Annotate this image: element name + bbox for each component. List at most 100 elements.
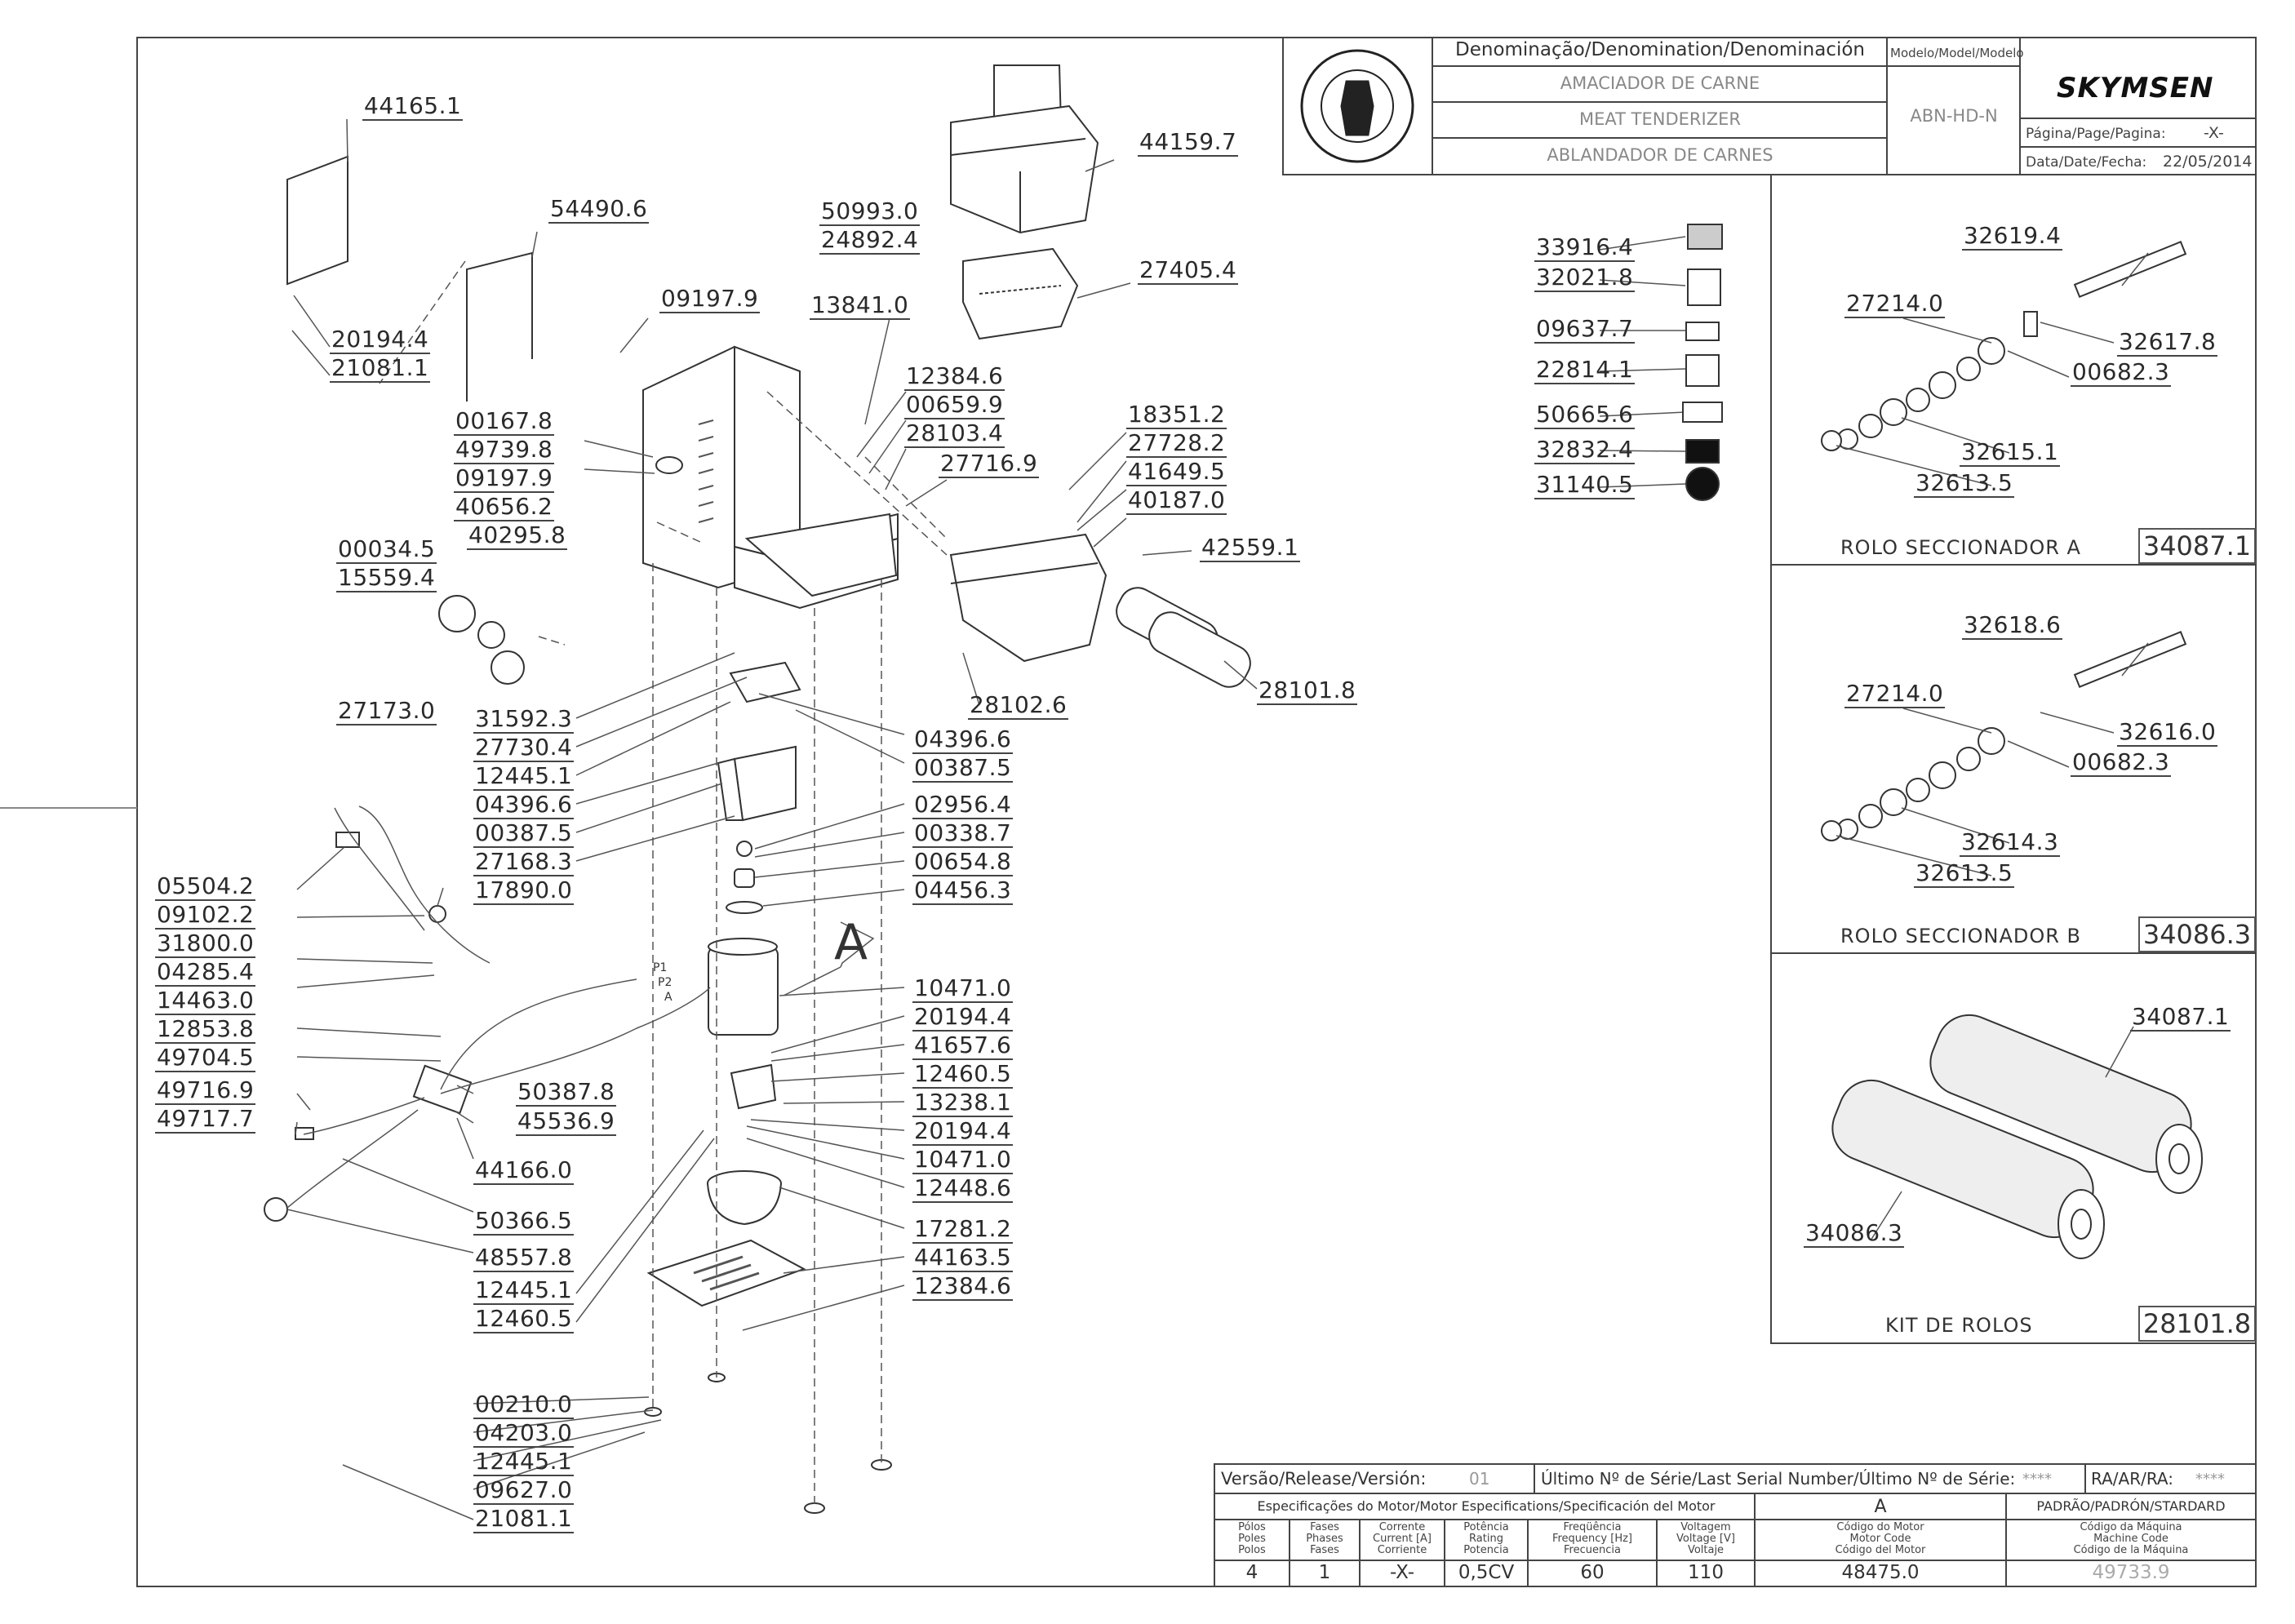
spec-header: Código da Máquina Machine Code Código de…	[2073, 1521, 2189, 1556]
roller-cage-part	[962, 247, 1079, 340]
spec-header: Pólos Poles Polos	[1238, 1521, 1266, 1556]
label-code: 32832.4	[1534, 436, 1636, 464]
part-number: 04285.4	[155, 958, 256, 987]
part-number: 21081.1	[473, 1505, 575, 1533]
part-number: 40295.8	[467, 521, 568, 550]
gearbox-part	[717, 661, 801, 822]
part-number: 21081.1	[330, 354, 431, 383]
part-number: 28102.6	[968, 691, 1069, 720]
version-value: 01	[1469, 1469, 1490, 1489]
connector-part	[295, 1127, 314, 1140]
panel-b-part-number: 27214.0	[1844, 680, 1946, 708]
panel-a-part-number: 32615.1	[1960, 438, 2061, 467]
base-grid-part	[646, 1239, 806, 1307]
part-number: 04456.3	[912, 876, 1014, 905]
kit-rollers	[1831, 1014, 2203, 1259]
part-number: 09102.2	[155, 901, 256, 930]
part-number: 27405.4	[1138, 256, 1239, 285]
part-number: 28101.8	[1257, 677, 1358, 705]
part-number: 10471.0	[912, 974, 1014, 1003]
part-number: 13841.0	[810, 291, 911, 320]
label-icon-22814	[1685, 354, 1720, 387]
main-housing	[642, 345, 899, 610]
part-number: 15559.4	[336, 564, 437, 592]
part-number: 04396.6	[473, 791, 575, 819]
motor-spec-letter-callout: A	[834, 914, 868, 971]
spec-table-frame	[1214, 1463, 2257, 1587]
thermal-protector-part	[264, 1197, 288, 1222]
spec-value: 110	[1688, 1562, 1724, 1583]
label-code: 33916.4	[1534, 233, 1636, 262]
panel-a-part-number: 32613.5	[1914, 469, 2015, 498]
part-number: 14463.0	[155, 987, 256, 1015]
wire-label-a: A	[664, 991, 673, 1004]
ra-label: RA/AR/RA:	[2091, 1469, 2173, 1489]
spec-value: 1	[1318, 1562, 1331, 1583]
panel-b-part-number: 32614.3	[1960, 828, 2061, 857]
part-number: 00654.8	[912, 848, 1014, 876]
kit-part-number: 34086.3	[1804, 1219, 1905, 1248]
part-number: 20194.4	[912, 1003, 1014, 1032]
tray-part	[949, 533, 1108, 663]
part-number: 04203.0	[473, 1419, 575, 1448]
date-label: Data/Date/Fecha:	[2026, 154, 2147, 171]
spec-value: 4	[1245, 1562, 1258, 1583]
part-number: 41649.5	[1126, 458, 1227, 486]
part-number: 18351.2	[1126, 401, 1227, 429]
spec-header: Código do Motor Motor Code Código del Mo…	[1835, 1521, 1926, 1556]
panel-b-code: 34086.3	[2138, 916, 2256, 952]
label-icon-32832	[1685, 439, 1720, 464]
part-number: 31800.0	[155, 930, 256, 958]
part-number: 05504.2	[155, 872, 256, 901]
motor-spec-letter: A	[1874, 1497, 1887, 1517]
part-number: 27730.4	[473, 734, 575, 762]
page-label: Página/Page/Pagina:	[2026, 126, 2166, 142]
spec-value: 48475.0	[1841, 1562, 1920, 1583]
part-number: 00338.7	[912, 819, 1014, 848]
part-number: 12384.6	[912, 1272, 1014, 1301]
part-number: 44159.7	[1138, 128, 1239, 157]
part-number: 45536.9	[516, 1107, 617, 1136]
part-number: 24892.4	[819, 226, 921, 255]
part-number: 09197.9	[454, 464, 555, 493]
part-number: 12384.6	[904, 362, 1005, 391]
label-code: 22814.1	[1534, 356, 1636, 384]
switch-part	[335, 832, 360, 848]
part-number: 00210.0	[473, 1391, 575, 1419]
panel-b-roller	[1821, 631, 2187, 841]
part-number: 50387.8	[516, 1078, 617, 1107]
fan-part	[707, 1170, 782, 1226]
part-number: 09627.0	[473, 1476, 575, 1505]
spec-value: -X-	[1389, 1562, 1415, 1583]
part-number: 10471.0	[912, 1146, 1014, 1174]
part-number: 31592.3	[473, 705, 575, 734]
part-number: 27168.3	[473, 848, 575, 876]
part-number: 41657.6	[912, 1032, 1014, 1060]
part-number: 12460.5	[912, 1060, 1014, 1089]
part-number: 28103.4	[904, 419, 1005, 448]
panel-a-code: 34087.1	[2138, 528, 2256, 564]
panel-b-title: ROLO SECCIONADOR B	[1840, 925, 2081, 947]
part-number: 48557.8	[473, 1244, 575, 1272]
spec-header: Fases Phases Fases	[1306, 1521, 1343, 1556]
spiked-rollers	[1116, 587, 1251, 688]
part-number: 00167.8	[454, 407, 555, 436]
gear-15559	[438, 595, 476, 632]
motor-spec-label: Especificações do Motor/Motor Especifica…	[1257, 1498, 1716, 1514]
page-value: -X-	[2204, 124, 2224, 142]
part-number: 00387.5	[473, 819, 575, 848]
label-icon-50665	[1682, 402, 1723, 423]
spec-header: Potência Rating Potencia	[1463, 1521, 1509, 1556]
panel-a-part-number: 32619.4	[1962, 222, 2063, 251]
part-number: 12445.1	[473, 1276, 575, 1305]
part-number: 09197.9	[659, 285, 761, 313]
part-number: 44163.5	[912, 1244, 1014, 1272]
label-icon-31140	[1685, 467, 1720, 501]
part-number: 40187.0	[1126, 486, 1227, 515]
panel-a-part-number: 00682.3	[2071, 358, 2172, 387]
part-number: 27728.2	[1126, 429, 1227, 458]
part-number: 12448.6	[912, 1174, 1014, 1203]
part-number: 12445.1	[473, 1448, 575, 1476]
